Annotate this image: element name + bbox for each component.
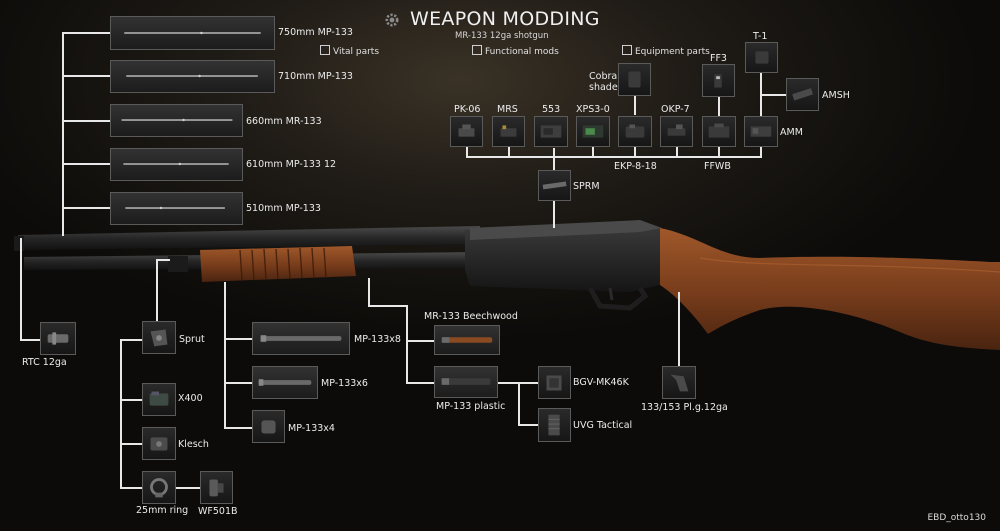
- filter-vital-parts[interactable]: Vital parts: [320, 45, 379, 57]
- mod-slot-pk-06[interactable]: [450, 116, 483, 147]
- mod-label: AMM: [780, 127, 803, 138]
- checkbox-icon[interactable]: [320, 45, 330, 55]
- mod-label: MP-133x6: [321, 378, 368, 389]
- mod-slot-ffwb[interactable]: [702, 116, 736, 147]
- mod-slot-forend-beechwood[interactable]: [434, 325, 500, 355]
- mod-slot-amm[interactable]: [744, 116, 778, 147]
- weapon-name: MR-133 12ga shotgun: [455, 31, 549, 41]
- filter-equipment-parts[interactable]: Equipment parts: [622, 45, 710, 57]
- mod-label: RTC 12ga: [22, 357, 67, 368]
- mod-label: Sprut: [179, 334, 205, 345]
- mod-label: 610mm MP-133 12: [246, 159, 337, 170]
- page-title: WEAPON MODDING: [410, 8, 600, 30]
- mod-slot-553[interactable]: [534, 116, 568, 147]
- watermark: EBD_otto130: [927, 513, 986, 523]
- mod-label: MRS: [497, 104, 518, 115]
- mod-label: 710mm MP-133: [278, 71, 353, 82]
- mod-label: BGV-MK46K: [573, 377, 629, 388]
- mod-slot-mrs[interactable]: [492, 116, 525, 147]
- mod-label: T-1: [753, 31, 768, 42]
- mod-label: MP-133x4: [288, 423, 335, 434]
- mod-label: PK-06: [454, 104, 481, 115]
- mod-label: XPS3-0: [576, 104, 610, 115]
- mod-slot-barrel-610[interactable]: [110, 148, 243, 181]
- mod-label: MP-133 plastic: [436, 401, 506, 412]
- mod-slot-ff3[interactable]: [702, 64, 735, 97]
- mod-label: WF501B: [198, 506, 238, 517]
- mod-label: 510mm MP-133: [246, 203, 321, 214]
- mod-slot-bgv-mk46k[interactable]: [538, 366, 571, 399]
- filter-functional-mods[interactable]: Functional mods: [472, 45, 559, 57]
- mod-slot-x400[interactable]: [142, 383, 176, 416]
- mod-label: Cobra shade: [589, 71, 618, 93]
- mod-label: AMSH: [822, 90, 850, 101]
- mod-label: FFWB: [704, 161, 731, 172]
- mod-label: 25mm ring: [136, 505, 189, 516]
- checkbox-icon[interactable]: [472, 45, 482, 55]
- mod-slot-ekp-8-18[interactable]: [618, 116, 652, 147]
- checkbox-icon[interactable]: [622, 45, 632, 55]
- mod-slot-cobra-shade[interactable]: [618, 63, 651, 96]
- mod-slot-amsh[interactable]: [786, 78, 819, 111]
- mod-slot-sprm[interactable]: [538, 170, 571, 201]
- mod-slot-stock[interactable]: [662, 366, 696, 399]
- mod-label: FF3: [710, 53, 727, 64]
- mod-slot-mag-x8[interactable]: [252, 322, 350, 355]
- mod-slot-t-1[interactable]: [745, 42, 778, 73]
- mod-slot-klesch[interactable]: [142, 427, 176, 460]
- mod-slot-barrel-750[interactable]: [110, 16, 275, 50]
- mod-slot-25mm-ring[interactable]: [142, 471, 176, 504]
- mod-slot-wf501b[interactable]: [200, 471, 233, 504]
- gear-icon: [385, 13, 399, 27]
- mod-slot-sprut[interactable]: [142, 321, 176, 354]
- mod-label: OKP-7: [661, 104, 690, 115]
- mod-label: 660mm MR-133: [246, 116, 322, 127]
- mod-slot-barrel-660[interactable]: [110, 104, 243, 137]
- mod-label: EKP-8-18: [614, 161, 657, 172]
- mod-label: X400: [178, 393, 203, 404]
- mod-slot-okp-7[interactable]: [660, 116, 693, 147]
- mod-label: MP-133x8: [354, 334, 401, 345]
- mod-slot-xps3-0[interactable]: [576, 116, 610, 147]
- mod-label: SPRM: [573, 181, 600, 192]
- mod-slot-uvg-tactical[interactable]: [538, 408, 571, 442]
- mod-label: 553: [542, 104, 561, 115]
- mod-slot-barrel-710[interactable]: [110, 60, 275, 93]
- mod-slot-mag-x4[interactable]: [252, 410, 285, 443]
- mod-label: UVG Tactical: [573, 420, 633, 431]
- mod-slot-barrel-510[interactable]: [110, 192, 243, 225]
- mod-label: 750mm MP-133: [278, 27, 353, 38]
- mod-label: MR-133 Beechwood: [424, 311, 518, 322]
- mod-label: Klesch: [178, 439, 209, 450]
- mod-slot-muzzle-rtc[interactable]: [40, 322, 76, 355]
- mod-slot-forend-plastic[interactable]: [434, 366, 498, 398]
- mod-label: 133/153 Pl.g.12ga: [641, 402, 728, 413]
- mod-slot-mag-x6[interactable]: [252, 366, 318, 399]
